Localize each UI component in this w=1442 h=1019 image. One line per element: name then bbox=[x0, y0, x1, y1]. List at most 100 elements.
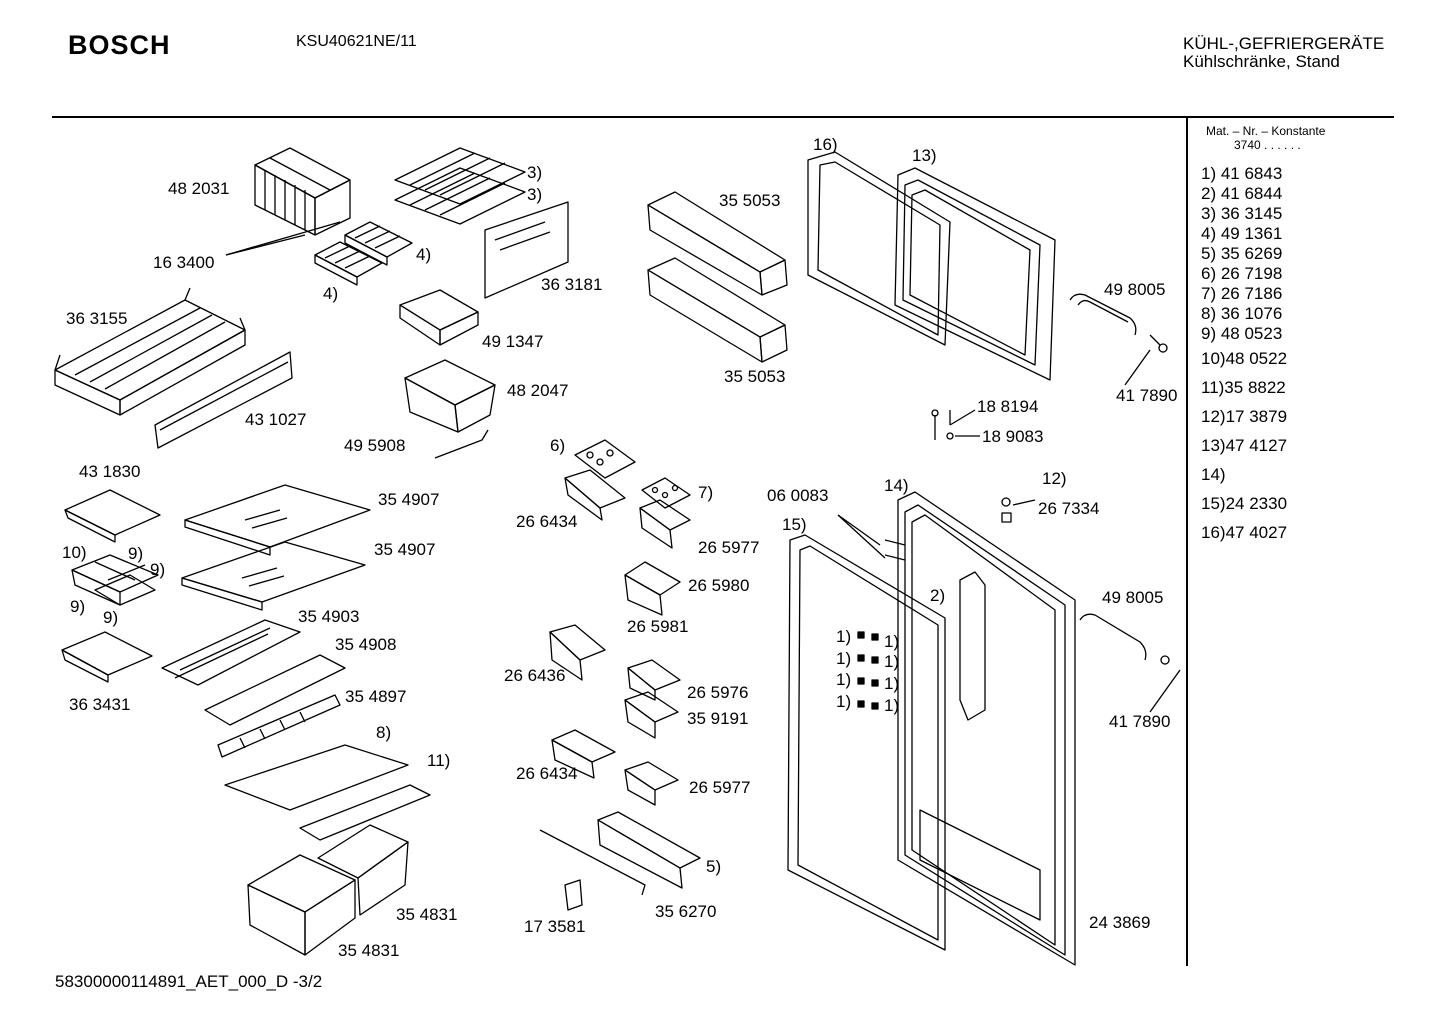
part-label: 35 4908 bbox=[335, 635, 397, 654]
legend-constant: 3740 . . . . . . bbox=[1234, 138, 1301, 152]
part-label: 13) bbox=[912, 146, 937, 165]
part-drawer-frame bbox=[400, 290, 478, 345]
category-line-2: Kühlschränke, Stand bbox=[1183, 52, 1340, 71]
part-label: 1) bbox=[884, 652, 900, 671]
part-glass-shelves bbox=[182, 485, 370, 610]
part-label: 9) bbox=[70, 597, 86, 616]
part-label: 9) bbox=[128, 544, 144, 563]
part-label: 35 4897 bbox=[345, 687, 407, 706]
part-cover-panel bbox=[485, 202, 568, 298]
legend-divider bbox=[1186, 118, 1188, 966]
part-front-strip bbox=[155, 352, 292, 448]
legend-item: 12)17 3879 bbox=[1201, 407, 1288, 426]
part-label: 35 4831 bbox=[338, 941, 400, 960]
legend-item: 15)24 2330 bbox=[1201, 494, 1288, 513]
part-label: 26 6434 bbox=[516, 512, 578, 531]
legend-title: Mat. – Nr. – Konstante bbox=[1206, 124, 1326, 138]
part-label: 16) bbox=[813, 135, 838, 154]
part-label: 17 3581 bbox=[524, 917, 586, 936]
exploded-view-drawing bbox=[0, 0, 1186, 1019]
part-door-bins bbox=[540, 470, 700, 910]
header-divider bbox=[52, 116, 1394, 118]
part-label: 4) bbox=[416, 245, 432, 264]
part-label: 35 4907 bbox=[374, 540, 436, 559]
part-label: 36 3181 bbox=[541, 275, 603, 294]
part-label: 41 7890 bbox=[1116, 386, 1178, 405]
part-label: 49 5908 bbox=[344, 436, 406, 455]
part-label: 35 6270 bbox=[655, 902, 717, 921]
part-label: 16 3400 bbox=[153, 253, 215, 272]
part-glass-plate bbox=[205, 655, 345, 725]
part-label: 6) bbox=[550, 436, 566, 455]
legend-item: 10)48 0522 bbox=[1201, 349, 1288, 368]
part-label: 1) bbox=[884, 696, 900, 715]
part-refrigerator-door bbox=[838, 492, 1180, 965]
part-label: 5) bbox=[706, 857, 722, 876]
part-label: 41 7890 bbox=[1109, 712, 1171, 731]
category-title: KÜHL-,GEFRIERGERÄTE Kühlschränke, Stand bbox=[1183, 35, 1384, 71]
legend-item: 6) 26 7198 bbox=[1201, 264, 1283, 283]
part-label: 1) bbox=[836, 670, 852, 689]
legend-item: 13)47 4127 bbox=[1201, 436, 1288, 455]
part-louvre-strip bbox=[218, 695, 340, 757]
legend-item: 1) 41 6843 bbox=[1201, 164, 1283, 183]
part-label: 14) bbox=[884, 476, 909, 495]
part-label: 9) bbox=[103, 608, 119, 627]
legend-item: 5) 35 6269 bbox=[1201, 244, 1283, 263]
part-label: 06 0083 bbox=[767, 486, 829, 505]
part-egg-trays bbox=[575, 440, 690, 508]
part-freezer-drawer bbox=[405, 360, 495, 432]
part-label: 26 5981 bbox=[627, 617, 689, 636]
part-label: 48 2047 bbox=[507, 381, 569, 400]
part-label: 36 3155 bbox=[66, 309, 128, 328]
part-label: 2) bbox=[930, 586, 946, 605]
part-label: 35 4831 bbox=[396, 905, 458, 924]
part-label: 49 8005 bbox=[1102, 588, 1164, 607]
part-label: 3) bbox=[527, 185, 543, 204]
part-label: 12) bbox=[1042, 469, 1067, 488]
part-label: 26 5980 bbox=[688, 576, 750, 595]
part-crisper-plates bbox=[225, 745, 430, 840]
document-id: 58300000114891_AET_000_D -3/2 bbox=[55, 972, 323, 991]
part-crisper-drawers bbox=[248, 825, 408, 955]
part-label: 1) bbox=[836, 692, 852, 711]
part-freezer-door bbox=[808, 152, 1136, 380]
part-door-balconies bbox=[648, 192, 787, 362]
part-small-tray bbox=[65, 490, 160, 542]
category-line-1: KÜHL-,GEFRIERGERÄTE bbox=[1183, 34, 1385, 53]
part-ice-tray-box bbox=[255, 148, 350, 235]
legend-item: 8) 36 1076 bbox=[1201, 304, 1283, 323]
part-label: 26 5976 bbox=[687, 683, 749, 702]
part-label: 18 9083 bbox=[982, 427, 1044, 446]
part-label: 35 5053 bbox=[719, 191, 781, 210]
legend-item: 4) 49 1361 bbox=[1201, 224, 1283, 243]
part-door-gasket bbox=[788, 535, 945, 950]
part-crisper-cover-frame bbox=[162, 620, 300, 685]
part-tray-36-3431 bbox=[62, 632, 152, 682]
legend-header: Mat. – Nr. – Konstante 3740 . . . . . . bbox=[1206, 124, 1325, 152]
part-label: 43 1027 bbox=[245, 410, 307, 429]
part-label: 26 6434 bbox=[516, 764, 578, 783]
part-rail bbox=[435, 430, 488, 458]
part-label: 4) bbox=[323, 284, 339, 303]
part-label: 11) bbox=[427, 751, 451, 770]
legend-item: 2) 41 6844 bbox=[1201, 184, 1283, 203]
part-label: 26 5977 bbox=[689, 778, 751, 797]
part-label: 26 5977 bbox=[698, 538, 760, 557]
legend-item: 7) 26 7186 bbox=[1201, 284, 1283, 303]
legend-item: 9) 48 0523 bbox=[1201, 324, 1283, 343]
part-label: 49 1347 bbox=[482, 332, 544, 351]
part-label: 48 2031 bbox=[168, 179, 230, 198]
legend-item: 16)47 4027 bbox=[1201, 523, 1288, 542]
part-label: 15) bbox=[782, 515, 807, 534]
part-label: 1) bbox=[884, 674, 900, 693]
part-screws bbox=[932, 335, 1167, 440]
part-label: 24 3869 bbox=[1089, 913, 1151, 932]
legend-item: 11)35 8822 bbox=[1201, 378, 1286, 397]
part-label: 49 8005 bbox=[1104, 280, 1166, 299]
part-label: 36 3431 bbox=[69, 695, 131, 714]
part-label: 10) bbox=[62, 543, 87, 562]
part-dividers bbox=[72, 555, 158, 605]
brand-logo: BOSCH bbox=[68, 30, 171, 60]
model-number: KSU40621NE/11 bbox=[296, 33, 417, 50]
